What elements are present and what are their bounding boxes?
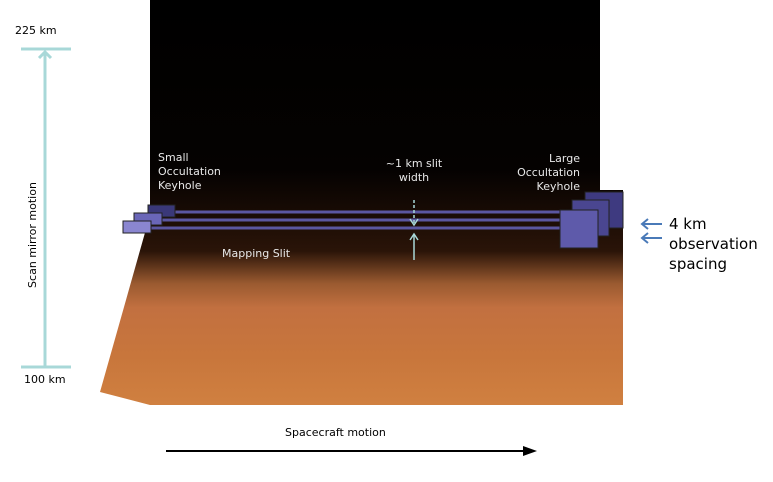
spacing-line: 4 km [669,215,707,233]
spacing-line: spacing [669,255,727,273]
spacing-arrows [640,218,662,244]
large-keyhole-line: Occultation [517,166,580,179]
spacing-label: 4 km observation spacing [669,214,758,274]
small-keyhole-label: Small Occultation Keyhole [158,151,221,193]
mapping-slit-label: Mapping Slit [222,247,291,260]
spacecraft-motion-label: Spacecraft motion [285,426,386,439]
spacing-line: observation [669,235,758,253]
small-keyhole-line: Small [158,151,189,164]
small-keyhole-line: Keyhole [158,179,202,192]
spacecraft-motion-arrow [166,446,537,456]
scale-bottom-label: 100 km [24,373,66,386]
slits [145,210,580,230]
mars-limb-image [100,0,623,405]
small-keyhole-line: Occultation [158,165,221,178]
scale-bar [21,47,71,369]
small-keyholes [122,204,176,234]
scale-axis-label: Scan mirror motion [26,182,39,288]
large-keyholes [559,191,624,249]
slit-width-arrows [409,200,419,260]
scale-top-label: 225 km [15,24,57,37]
large-keyhole-line: Large [549,152,580,165]
slit-width-label: ~1 km slit width [364,157,464,185]
slit-width-line: width [398,171,430,184]
large-keyhole-label: Large Occultation Keyhole [517,152,580,194]
slit-width-line: ~1 km slit [385,157,443,170]
large-keyhole-line: Keyhole [536,180,580,193]
